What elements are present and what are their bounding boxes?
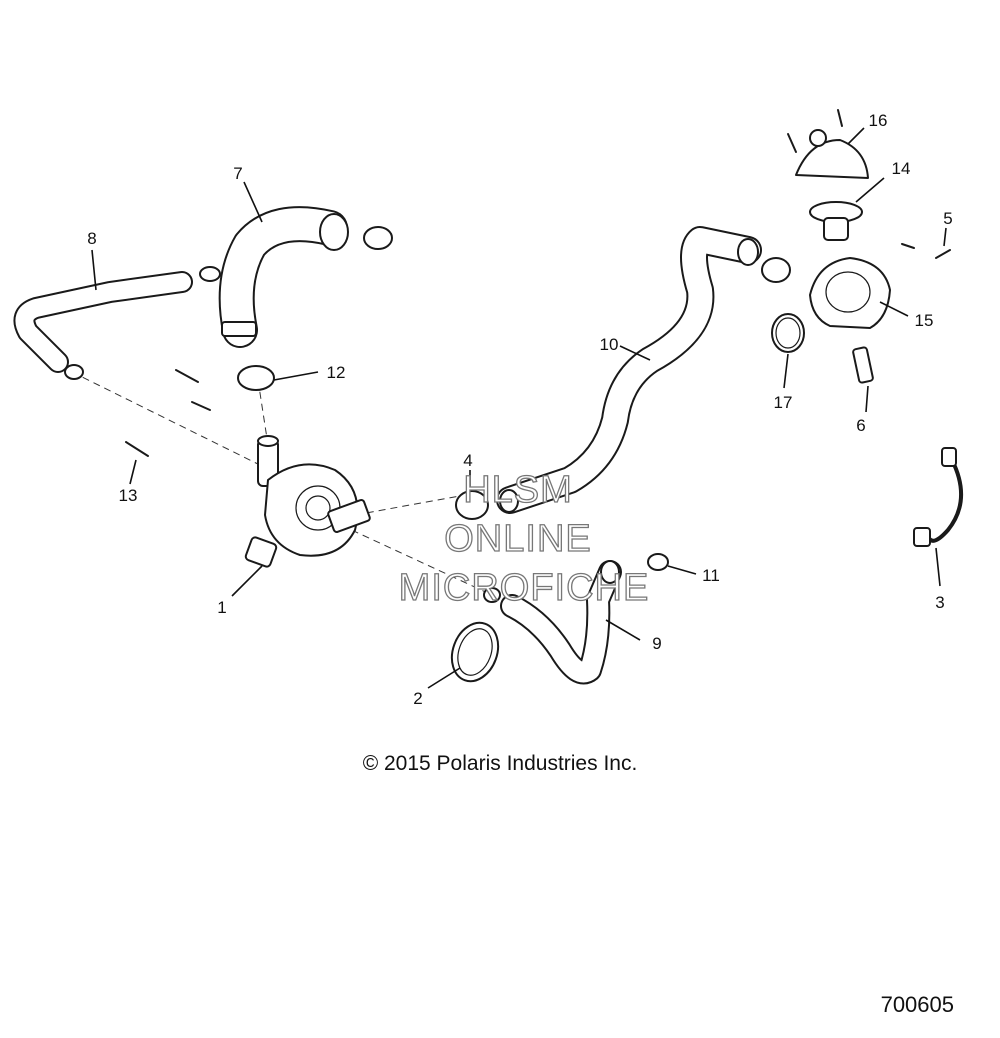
clamp-12 xyxy=(237,365,275,391)
clamp-7b xyxy=(363,226,393,250)
clamp-7a xyxy=(199,266,221,282)
hose-7 xyxy=(218,206,349,348)
thermostat-housing-15 xyxy=(809,257,891,329)
hose-9 xyxy=(500,560,622,685)
watermark-line-2: ONLINE xyxy=(444,518,591,560)
callout-6: 6 xyxy=(856,416,865,435)
assembly-lines xyxy=(71,371,493,596)
hose-8 xyxy=(13,271,193,373)
watermark-line-1: HLSM xyxy=(463,469,573,511)
leader-lines xyxy=(91,127,947,689)
clamps xyxy=(64,226,791,603)
callout-9: 9 xyxy=(652,634,661,653)
clamp-10 xyxy=(761,257,791,283)
thermostat-cover-16 xyxy=(795,129,869,179)
callout-15: 15 xyxy=(915,311,934,330)
callout-8: 8 xyxy=(87,229,96,248)
bolts xyxy=(125,109,951,457)
callout-14: 14 xyxy=(892,159,911,178)
callout-11: 11 xyxy=(702,566,720,585)
clamp-11 xyxy=(647,553,669,571)
clamp-4 xyxy=(455,490,489,520)
water-pump-1 xyxy=(244,435,371,568)
callout-numbers: 1 2 3 4 5 6 7 8 9 10 11 12 13 14 15 16 1… xyxy=(87,111,952,708)
callout-3: 3 xyxy=(935,593,944,612)
callout-13: 13 xyxy=(119,486,138,505)
clamp-8 xyxy=(64,364,84,380)
callout-4: 4 xyxy=(463,451,472,470)
o-rings xyxy=(450,313,805,683)
o-ring-2 xyxy=(450,621,500,683)
sensor-6 xyxy=(852,346,874,384)
watermark-line-3: MICROFICHE xyxy=(399,567,650,609)
watermark: HLSM ONLINE MICROFICHE xyxy=(398,468,650,609)
callout-2: 2 xyxy=(413,689,422,708)
callout-10: 10 xyxy=(600,335,619,354)
o-ring-17 xyxy=(771,313,805,353)
callout-1: 1 xyxy=(217,598,226,617)
callout-17: 17 xyxy=(774,393,793,412)
copyright-notice: © 2015 Polaris Industries Inc. xyxy=(362,752,638,775)
thermostat-14 xyxy=(809,201,863,241)
drawing-number: 700605 xyxy=(880,992,954,1017)
clamp-9 xyxy=(483,587,501,603)
callout-12: 12 xyxy=(327,363,346,382)
callout-16: 16 xyxy=(869,111,888,130)
harness-3 xyxy=(913,447,964,547)
callout-5: 5 xyxy=(943,209,952,228)
callout-7: 7 xyxy=(233,164,242,183)
